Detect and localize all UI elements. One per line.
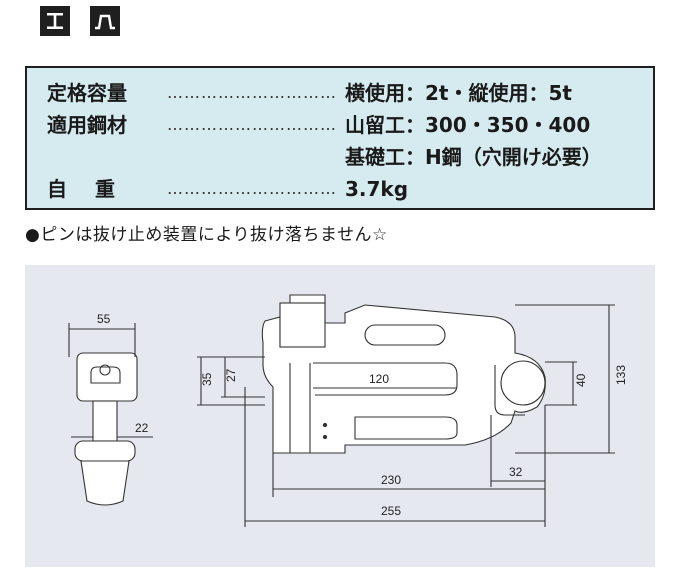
leader-dots: ………………………… bbox=[167, 179, 337, 198]
dim-27: 27 bbox=[224, 368, 238, 382]
spec-label: 適用鋼材 bbox=[47, 113, 127, 137]
spec-label: 自 重 bbox=[47, 177, 119, 201]
dim-40: 40 bbox=[574, 373, 588, 387]
leader-dots: ………………………… bbox=[167, 83, 337, 102]
dim-35: 35 bbox=[200, 372, 214, 386]
spec-label: 定格容量 bbox=[47, 81, 127, 105]
spec-value: 基礎工：H鋼（穴開け必要） bbox=[345, 145, 602, 169]
drawing-svg: 55 22 35 27 120 40 133 230 32 255 bbox=[68, 294, 628, 527]
spec-box: 定格容量 ………………………… 横使用：2t・縦使用：5t 適用鋼材 ……………… bbox=[25, 66, 655, 210]
clamp-body bbox=[261, 294, 546, 454]
dim-255: 255 bbox=[381, 504, 401, 518]
pin-side-view bbox=[74, 352, 138, 506]
spec-value: 横使用：2t・縦使用：5t bbox=[345, 81, 572, 105]
technical-drawing: 55 22 35 27 120 40 133 230 32 255 bbox=[25, 265, 655, 567]
dim-120: 120 bbox=[369, 372, 389, 386]
spec-value: 山留工：300・350・400 bbox=[345, 113, 591, 137]
leader-dots: ………………………… bbox=[167, 115, 337, 134]
dim-55: 55 bbox=[97, 312, 111, 326]
h-beam-icon bbox=[40, 6, 70, 36]
spec-value: 3.7kg bbox=[345, 177, 409, 201]
dim-32: 32 bbox=[509, 465, 523, 479]
dim-230: 230 bbox=[381, 473, 401, 487]
dim-22: 22 bbox=[135, 421, 149, 435]
dim-133: 133 bbox=[614, 365, 628, 385]
pin-note: ●ピンは抜け止め装置により抜け落ちません☆ bbox=[25, 225, 388, 245]
channel-icon bbox=[90, 6, 120, 36]
